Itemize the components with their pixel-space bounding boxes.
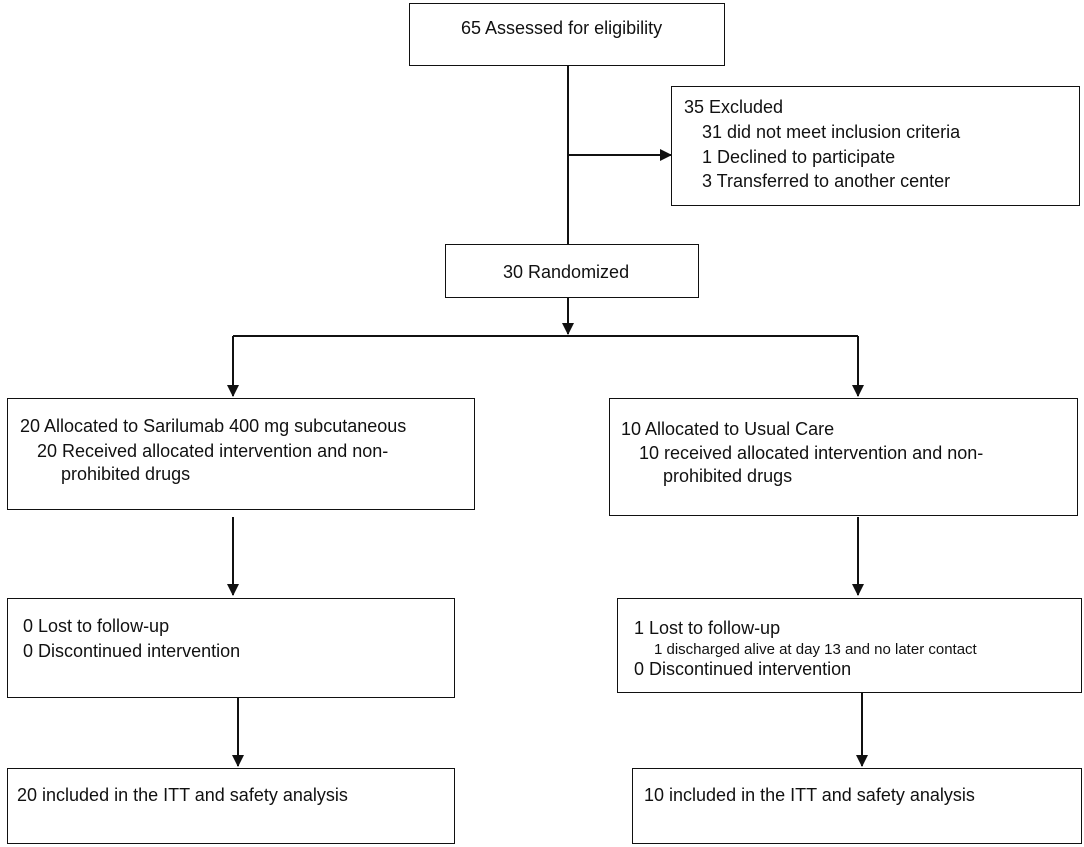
right-analysis-text: 10 included in the ITT and safety analys… [644,785,975,805]
right-received-text: 10 received allocated intervention and n… [639,443,984,463]
left-discontinued-text: 0 Discontinued intervention [23,641,241,661]
randomized-text: 30 Randomized [503,262,630,282]
left-received-text-cont: prohibited drugs [61,464,191,484]
left-lost-text: 0 Lost to follow-up [23,616,170,636]
left-analysis-text: 20 included in the ITT and safety analys… [17,785,348,805]
excluded-item: 1 Declined to participate [702,147,896,167]
right-allocated-text: 10 Allocated to Usual Care [621,419,835,439]
left-received-text: 20 Received allocated intervention and n… [37,441,389,461]
right-discontinued-text: 0 Discontinued intervention [634,659,852,679]
assessed-box: 65 Assessed for eligibility [409,3,725,66]
left-allocation-box: 20 Allocated to Sarilumab 400 mg subcuta… [7,398,475,510]
right-received-text-cont: prohibited drugs [663,466,793,486]
excluded-title: 35 Excluded [684,97,784,117]
right-allocation-box: 10 Allocated to Usual Care 10 received a… [609,398,1078,516]
left-analysis-box: 20 included in the ITT and safety analys… [7,768,455,844]
left-followup-box: 0 Lost to follow-up 0 Discontinued inter… [7,598,455,698]
left-allocated-text: 20 Allocated to Sarilumab 400 mg subcuta… [20,416,407,436]
excluded-item: 31 did not meet inclusion criteria [702,122,961,142]
assessed-text: 65 Assessed for eligibility [461,18,663,38]
right-followup-box: 1 Lost to follow-up 1 discharged alive a… [617,598,1082,693]
right-lost-text: 1 Lost to follow-up [634,618,781,638]
right-analysis-box: 10 included in the ITT and safety analys… [632,768,1082,844]
randomized-box: 30 Randomized [445,244,699,298]
excluded-item: 3 Transferred to another center [702,171,951,191]
right-lost-detail-text: 1 discharged alive at day 13 and no late… [654,641,977,658]
excluded-box: 35 Excluded 31 did not meet inclusion cr… [671,86,1080,206]
